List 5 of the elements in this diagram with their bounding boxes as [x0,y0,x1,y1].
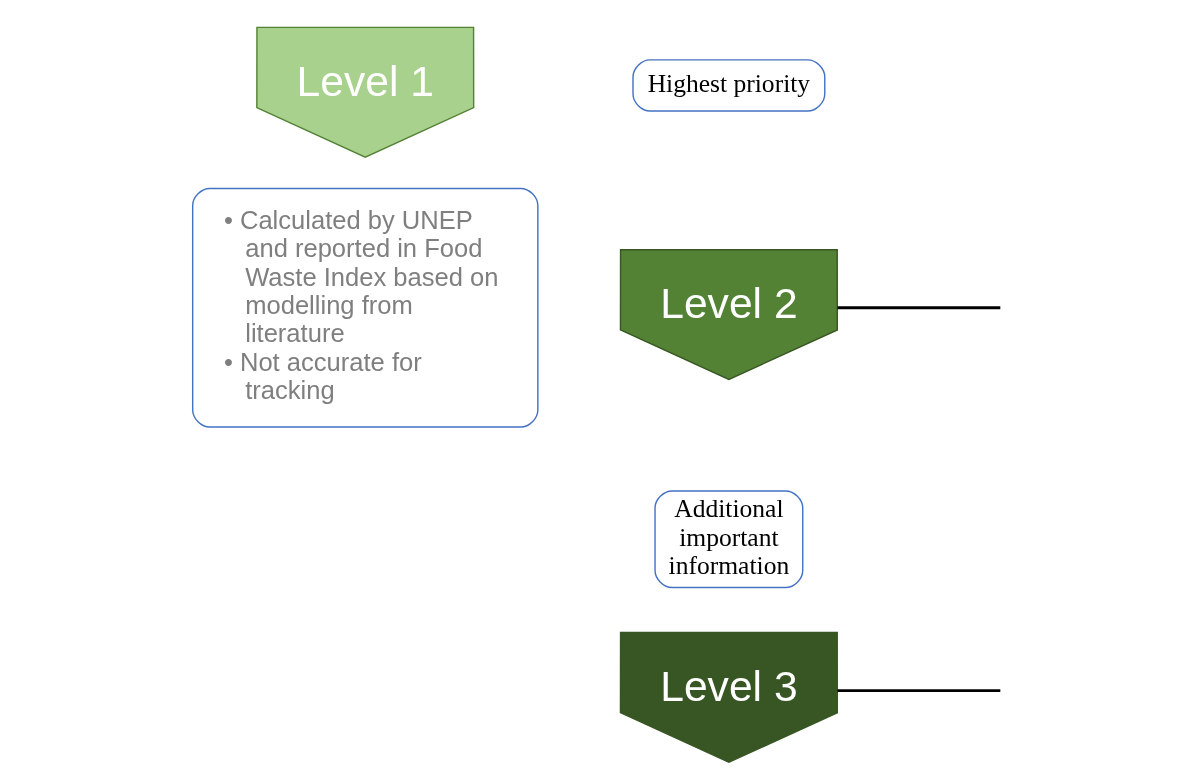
node-box: Highest priority [632,59,826,112]
node-box: Additional important information [654,490,804,589]
connector [837,689,1001,692]
connector [837,306,1001,310]
node-box: • Calculated by UNEP and reported in Food Waste Index based on modelling from literature • Not accurate for tracking [191,187,539,428]
